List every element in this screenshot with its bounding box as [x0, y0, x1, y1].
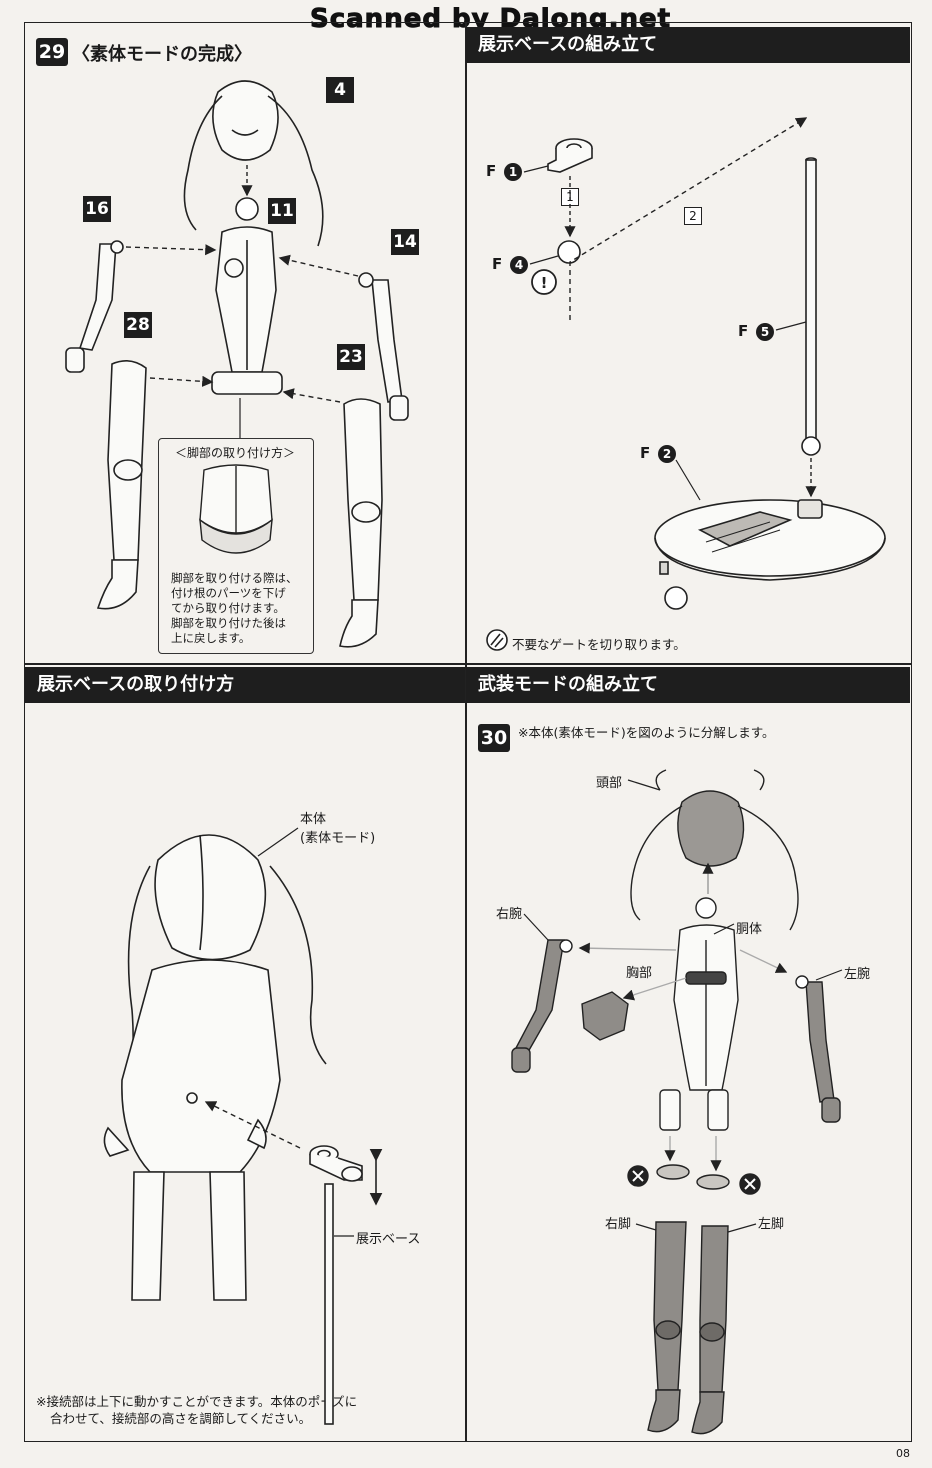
label-f2-number: 2: [658, 445, 676, 463]
part-f2-base-plate: [654, 499, 886, 581]
figure-left-arm-30: [795, 975, 841, 1123]
header-armed-mode: 武装モードの組み立て: [466, 667, 910, 703]
figure-leg-28: [96, 360, 147, 610]
middle-divider: [24, 663, 912, 665]
caution-icon: [531, 269, 557, 295]
callout-text: 脚部を取り付ける際は、 付け根のパーツを下げ てから取り付けます。 脚部を取り付…: [171, 571, 298, 645]
page-number: 08: [896, 1447, 910, 1460]
page-frame: [24, 22, 912, 1442]
step-number-29: 29: [36, 38, 68, 66]
figure-arm-14: [358, 272, 409, 421]
leader-right-leg: [635, 1223, 657, 1231]
leader-torso: [713, 923, 735, 935]
label-f4-number: 4: [510, 256, 528, 274]
figure-chest-30: [581, 991, 629, 1041]
leader-right-arm: [523, 913, 549, 941]
leader-f5: [775, 321, 807, 331]
label-chest: 胸部: [626, 966, 653, 981]
display-base-label: 展示ベース: [356, 1232, 421, 1247]
gate-cut-icon: [664, 586, 688, 610]
callout-title: ＜脚部の取り付け方＞: [175, 446, 296, 460]
figure-right-leg-30: [647, 1221, 687, 1433]
center-divider: [465, 22, 467, 1442]
label-f4-letter: F: [492, 255, 503, 273]
figure-torso-30: [659, 924, 739, 1131]
part-f1-connector: [547, 138, 593, 173]
label-f1-letter: F: [486, 162, 497, 180]
label-f1-number: 1: [504, 163, 522, 181]
label-head: 頭部: [596, 776, 623, 791]
figure-torso-29: [211, 226, 283, 395]
label-f2-letter: F: [640, 444, 651, 462]
figure-left-leg-30: [691, 1225, 729, 1435]
gate-note-text: 不要なゲートを切り取ります。: [512, 637, 686, 652]
figure-back-view: [103, 834, 327, 1301]
nipper-icon: [490, 633, 504, 648]
step-number-30: 30: [478, 724, 510, 752]
arrow-arm16-to-torso: [125, 244, 217, 256]
label-right-leg: 右脚: [605, 1217, 632, 1232]
label-right-arm: 右腕: [496, 907, 523, 922]
label-left-arm: 左腕: [844, 967, 871, 982]
arrow-left-arm-30: [739, 949, 788, 973]
leader-body: [257, 827, 299, 857]
part-number-23: 23: [337, 344, 365, 370]
arrow-right-arm-30: [578, 942, 677, 954]
step30-instruction: ※本体(素体モード)を図のように分解します。: [518, 725, 775, 740]
arrow-arm14-to-torso: [278, 254, 359, 277]
header-base-attach: 展示ベースの取り付け方: [25, 667, 465, 703]
figure-arm-16: [65, 240, 124, 373]
figure-right-arm-30: [511, 939, 573, 1073]
removed-parts-30: [627, 1164, 761, 1195]
callout-hip-drawing: [199, 464, 273, 554]
arrow-step2: [569, 117, 808, 320]
leader-f1: [523, 165, 549, 173]
leader-left-arm: [815, 969, 843, 981]
label-f5-letter: F: [738, 322, 749, 340]
part-number-11: 11: [268, 198, 296, 224]
part-number-28: 28: [124, 312, 152, 338]
display-base-connector: [309, 1145, 363, 1425]
neck-joint: [235, 197, 259, 221]
part-number-4: 4: [326, 77, 354, 103]
arrow-leg28-to-hip: [149, 375, 214, 387]
figure-leg-23: [339, 398, 383, 648]
leader-f4: [529, 255, 559, 265]
connection-note: ※接続部は上下に動かすことができます。本体のポーズに 合わせて、接続部の高さを調…: [36, 1394, 358, 1426]
label-torso: 胴体: [736, 922, 763, 937]
assembly-step-2-box: 2: [684, 207, 702, 225]
arrow-leg23-to-hip: [282, 388, 341, 403]
header-base-assembly: 展示ベースの組み立て: [466, 27, 910, 63]
part-f5-pole: [801, 157, 821, 456]
body-label: 本体 (素体モード): [300, 812, 376, 846]
caution-mark: !: [541, 274, 548, 292]
gate-note-icon: [486, 629, 508, 651]
figure-head-29: [183, 80, 324, 247]
arrow-chest-30: [622, 977, 687, 1001]
label-left-leg: 左脚: [758, 1217, 785, 1232]
leader-head: [627, 779, 661, 791]
part-number-16: 16: [83, 196, 111, 222]
figure-head-30: [630, 769, 799, 931]
leader-f2: [675, 459, 701, 501]
neck-joint-30: [695, 897, 717, 919]
step-title-29: 〈素体モードの完成〉: [72, 44, 252, 65]
part-number-14: 14: [391, 229, 419, 255]
part-f4-ball: [557, 240, 581, 264]
leader-left-leg: [727, 1223, 757, 1233]
label-f5-number: 5: [756, 323, 774, 341]
